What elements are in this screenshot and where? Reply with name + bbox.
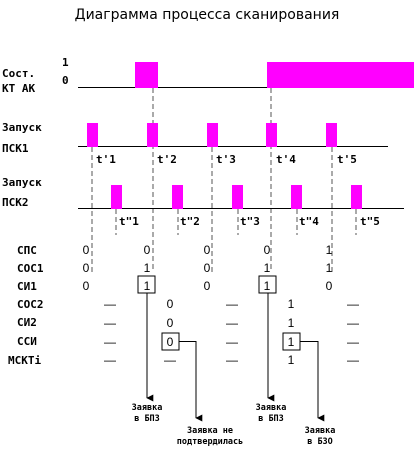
- row-label-sos2: СОС2: [17, 298, 44, 311]
- state-pulse-2: [267, 62, 414, 88]
- value-si2-4: 1: [288, 316, 295, 330]
- psk1-tick-4: t'4: [276, 153, 296, 166]
- value-sos1-4: 1: [264, 261, 271, 275]
- guide-lines: [91, 88, 357, 272]
- value-si2-1: —: [104, 316, 116, 330]
- psk1-tick-1: t'1: [96, 153, 116, 166]
- arrow-zayavka-bzo: [300, 341, 325, 422]
- psk1-pulse-2: [147, 123, 158, 147]
- psk1-pulse-1: [87, 123, 98, 147]
- psk1-pulse-5: [326, 123, 337, 147]
- value-mskti-3: —: [226, 353, 238, 367]
- state-label-line2: КТ АК: [2, 82, 35, 95]
- value-sps-1: 0: [83, 243, 90, 257]
- value-si1-2: 1: [144, 279, 151, 293]
- value-mskti-5: —: [347, 353, 359, 367]
- psk2-tick-1: t"1: [119, 215, 139, 228]
- psk1-tick-2: t'2: [157, 153, 177, 166]
- value-si1-1: 0: [83, 279, 90, 293]
- annotation-3-line2: в БПЗ: [258, 414, 284, 424]
- psk2-tick-5: t"5: [360, 215, 380, 228]
- value-sos2-2: 0: [167, 297, 174, 311]
- psk2-pulse-5: [351, 185, 362, 209]
- annotation-1-line2: в БПЗ: [134, 414, 160, 424]
- value-sps-2: 0: [144, 243, 151, 257]
- value-sps-4: 0: [264, 243, 271, 257]
- value-sps-5: 1: [326, 243, 333, 257]
- psk2-tick-3: t"3: [240, 215, 260, 228]
- value-si1-4: 1: [264, 279, 271, 293]
- annotation-3-line1: Заявка: [256, 403, 287, 413]
- annotation-2-line1: Заявка не: [187, 426, 233, 436]
- value-sos2-3: —: [226, 297, 238, 311]
- psk1-tick-3: t'3: [216, 153, 236, 166]
- value-sos1-1: 0: [83, 261, 90, 275]
- annotation-4-line1: Заявка: [305, 426, 336, 436]
- row-label-ssi: ССИ: [17, 335, 37, 348]
- row-label-sps: СПС: [17, 244, 37, 257]
- value-mskti-4: 1: [288, 353, 295, 367]
- state-pulse-1: [135, 62, 158, 88]
- diagram-title: Диаграмма процесса сканирования: [75, 7, 340, 23]
- value-sos2-1: —: [104, 297, 116, 311]
- psk2-tick-2: t"2: [180, 215, 200, 228]
- annotation-1-line1: Заявка: [132, 403, 163, 413]
- row-label-si2: СИ2: [17, 316, 37, 329]
- value-sps-3: 0: [204, 243, 211, 257]
- value-sos1-5: 1: [326, 261, 333, 275]
- psk2-pulse-2: [172, 185, 183, 209]
- value-sos1-3: 0: [204, 261, 211, 275]
- psk2-pulse-4: [291, 185, 302, 209]
- value-ssi-4: 1: [288, 335, 295, 349]
- value-ssi-3: —: [226, 335, 238, 349]
- value-sos2-5: —: [347, 297, 359, 311]
- value-ssi-2: 0: [167, 335, 174, 349]
- psk1-pulse-4: [266, 123, 277, 147]
- value-mskti-2: —: [164, 353, 176, 367]
- value-si2-2: 0: [167, 316, 174, 330]
- value-ssi-1: —: [104, 335, 116, 349]
- row-label-mskti: МСКТi: [8, 354, 41, 367]
- value-ssi-5: —: [347, 335, 359, 349]
- psk1-pulse-3: [207, 123, 218, 147]
- psk1-label-line2: ПСК1: [2, 142, 29, 155]
- annotation-2-line2: подтвердилась: [177, 437, 244, 447]
- psk2-label-line2: ПСК2: [2, 196, 29, 209]
- state-level-one: 1: [62, 56, 69, 69]
- value-sos1-2: 1: [144, 261, 151, 275]
- value-sos2-4: 1: [288, 297, 295, 311]
- value-si1-3: 0: [204, 279, 211, 293]
- psk2-pulse-1: [111, 185, 122, 209]
- value-si2-5: —: [347, 316, 359, 330]
- annotation-4-line2: в БЗО: [307, 437, 333, 447]
- psk2-label-line1: Запуск: [2, 176, 42, 189]
- value-si2-3: —: [226, 316, 238, 330]
- state-level-zero: 0: [62, 74, 69, 87]
- psk1-tick-5: t'5: [337, 153, 357, 166]
- value-si1-5: 0: [326, 279, 333, 293]
- value-mskti-1: —: [104, 353, 116, 367]
- row-label-si1: СИ1: [17, 280, 37, 293]
- psk2-pulse-3: [232, 185, 243, 209]
- psk2-tick-4: t"4: [299, 215, 319, 228]
- psk1-label-line1: Запуск: [2, 121, 42, 134]
- state-label-line1: Сост.: [2, 67, 35, 80]
- row-label-sos1: СОС1: [17, 262, 44, 275]
- arrow-zayavka-ne-podtverdilas: [179, 341, 203, 422]
